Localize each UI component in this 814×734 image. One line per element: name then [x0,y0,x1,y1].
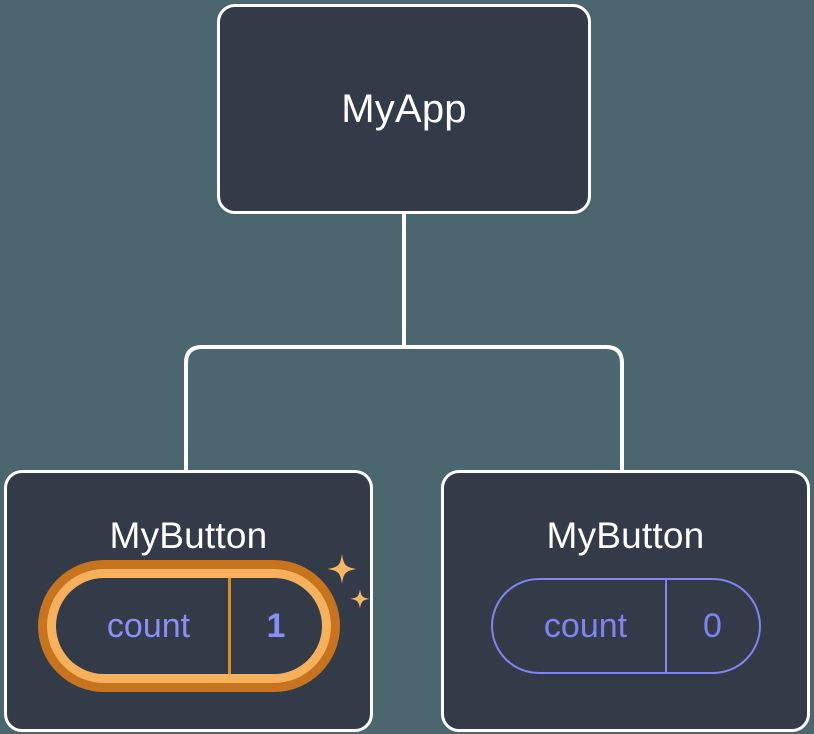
state-pill-highlighted: count 1 [55,554,370,674]
state-pill[interactable]: count 1 [55,578,322,674]
state-key: count [543,607,628,645]
state-pill-plain: count 0 [490,578,761,674]
node-card-child-right[interactable]: MyButton count 0 [441,470,810,732]
state-key: count [106,607,191,645]
state-pill[interactable]: count 0 [490,578,761,674]
node-title: MyButton [109,515,268,556]
connector-child-bus [184,345,624,470]
sparkle-icon [318,544,378,634]
node-card-child-left[interactable]: MyButton count 1 [4,470,373,732]
node-title: MyButton [546,515,705,556]
node-title: MyApp [341,87,467,131]
state-value: 0 [664,580,759,672]
state-value: 1 [227,578,322,674]
node-card-root[interactable]: MyApp [217,4,591,214]
